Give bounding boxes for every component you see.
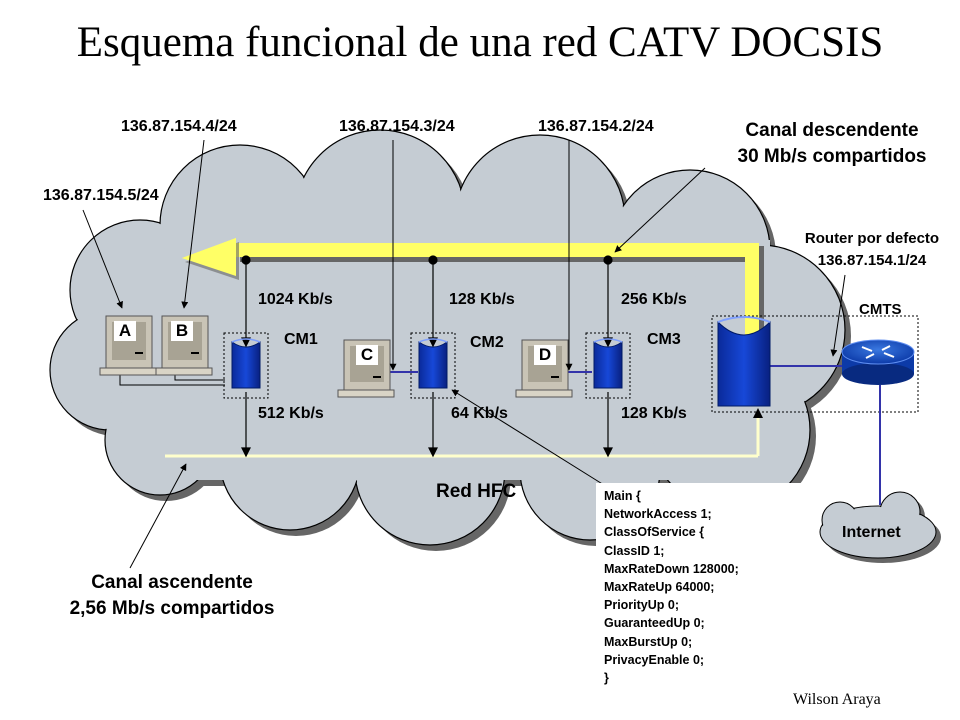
cm2-label: CM2 xyxy=(470,334,504,351)
pc-d-letter: D xyxy=(534,345,556,365)
internet-cloud xyxy=(819,491,941,563)
modem-config-file: Main { NetworkAccess 1; ClassOfService { Cl… xyxy=(596,483,810,705)
page-title: Esquema funcional de una red CATV DOCSIS xyxy=(76,19,884,66)
pc-c-icon xyxy=(337,339,395,398)
upstream-channel-line xyxy=(165,408,763,458)
config-line: NetworkAccess 1; xyxy=(604,507,712,522)
upstream-channel-capacity: 2,56 Mb/s compartidos xyxy=(69,598,275,619)
ip-label-c: 136.87.154.3/24 xyxy=(339,118,455,135)
ip-label-d: 136.87.154.2/24 xyxy=(538,118,654,135)
cmts-device xyxy=(717,316,771,407)
config-line: MaxBurstUp 0; xyxy=(604,634,693,649)
cable-modem-cm3 xyxy=(593,338,623,389)
downstream-channel-title: Canal descendente xyxy=(745,120,919,141)
router-label-title: Router por defecto xyxy=(804,230,940,247)
config-line: Main { xyxy=(604,489,641,503)
cable-modem-cm2 xyxy=(418,338,448,389)
pc-b-letter: B xyxy=(171,321,193,341)
upstream-channel-label: Canal ascendente 2,56 Mb/s compartidos xyxy=(70,570,275,622)
router-label-ip: 136.87.154.1/24 xyxy=(817,252,927,269)
config-line: GuaranteedUp 0; xyxy=(604,616,705,631)
cm2-up-rate: 64 Kb/s xyxy=(451,405,508,422)
cable-modem-boxes xyxy=(223,315,919,413)
pc-a-letter: A xyxy=(114,321,136,341)
modem-drop-lines xyxy=(241,255,613,458)
hfc-network-label: Red HFC xyxy=(436,481,517,502)
config-line: PriorityUp 0; xyxy=(604,598,680,613)
cable-modem-cm1 xyxy=(231,338,261,389)
config-line: MaxRateUp 64000; xyxy=(604,580,715,595)
config-line: PrivacyEnable 0; xyxy=(604,652,705,667)
cmts-label: CMTS xyxy=(859,301,902,318)
author-credit: Wilson Araya xyxy=(793,691,881,708)
cm3-down-rate: 256 Kb/s xyxy=(621,291,687,308)
pc-c-letter: C xyxy=(356,345,378,365)
cm3-up-rate: 128 Kb/s xyxy=(621,405,687,422)
ip-label-a: 136.87.154.5/24 xyxy=(43,187,159,204)
downstream-channel-label: Canal descendente 30 Mb/s compartidos xyxy=(738,118,927,170)
router-label: Router por defecto 136.87.154.1/24 xyxy=(805,228,939,272)
upstream-channel-title: Canal ascendente xyxy=(91,572,253,593)
cm1-down-rate: 1024 Kb/s xyxy=(258,291,333,308)
downstream-channel-capacity: 30 Mb/s compartidos xyxy=(737,146,927,167)
cm1-up-rate: 512 Kb/s xyxy=(258,405,324,422)
config-line: ClassID 1; xyxy=(604,543,665,558)
ip-label-b: 136.87.154.4/24 xyxy=(121,118,237,135)
config-line: ClassOfService { xyxy=(604,525,705,540)
cm3-label: CM3 xyxy=(647,331,681,348)
internet-label: Internet xyxy=(842,524,901,541)
cm1-label: CM1 xyxy=(284,331,318,348)
cm2-down-rate: 128 Kb/s xyxy=(449,291,515,308)
router-icon xyxy=(841,339,915,385)
pointer-lines xyxy=(82,139,846,569)
config-line: MaxRateDown 128000; xyxy=(604,561,739,576)
config-line: } xyxy=(604,671,609,686)
